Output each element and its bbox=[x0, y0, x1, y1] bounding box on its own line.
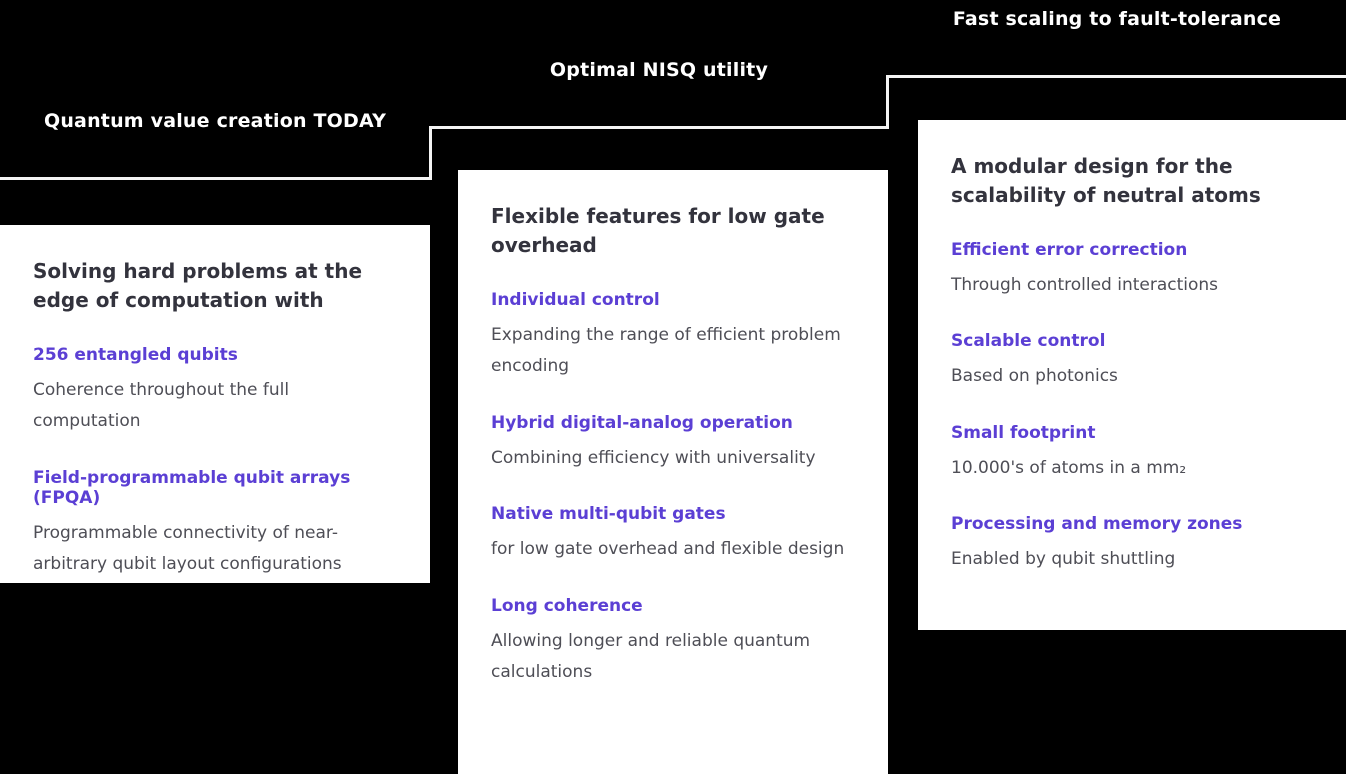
column-title-nisq-utility: Optimal NISQ utility bbox=[549, 59, 769, 81]
feature-text: 10.000's of atoms in a mm₂ bbox=[951, 457, 1187, 478]
feature-text: Coherence throughout the full computatio… bbox=[33, 380, 290, 432]
feature-item: Processing and memory zones Enabled by q… bbox=[951, 514, 1316, 575]
feature-label: Scalable control bbox=[951, 331, 1106, 352]
feature-item: Long coherence Allowing longer and relia… bbox=[491, 596, 858, 689]
feature-label: Hybrid digital-analog operation bbox=[491, 412, 793, 433]
feature-text: Allowing longer and reliable quantum cal… bbox=[491, 630, 811, 683]
feature-label: Individual control bbox=[491, 290, 660, 310]
step-line-horizontal-middle bbox=[429, 126, 889, 129]
step-line-horizontal-right bbox=[886, 75, 1346, 78]
feature-label: Small footprint bbox=[951, 422, 1096, 443]
feature-item: 256 entangled qubits Coherence throughou… bbox=[33, 345, 400, 438]
feature-label: Field-programmable qubit arrays (FPQA) bbox=[33, 467, 351, 508]
card-heading: A modular design for the scalability of … bbox=[951, 154, 1261, 207]
feature-label: Efficient error correction bbox=[951, 240, 1188, 260]
feature-text: Expanding the range of efficient problem… bbox=[491, 325, 841, 377]
feature-item: Small footprint 10.000's of atoms in a m… bbox=[951, 423, 1316, 484]
step-line-vertical-left bbox=[429, 126, 432, 180]
card-quantum-value-today: Solving hard problems at the edge of com… bbox=[0, 225, 430, 583]
feature-text: Programmable connectivity of near-arbitr… bbox=[33, 522, 342, 575]
feature-item: Efficient error correction Through contr… bbox=[951, 240, 1316, 301]
column-title-fault-tolerance: Fast scaling to fault-tolerance bbox=[952, 8, 1282, 30]
feature-label: Processing and memory zones bbox=[951, 514, 1243, 535]
feature-label: Long coherence bbox=[491, 595, 643, 616]
feature-item: Native multi-qubit gates for low gate ov… bbox=[491, 504, 858, 565]
feature-text: Enabled by qubit shuttling bbox=[951, 549, 1176, 570]
card-optimal-nisq-utility: Flexible features for low gate overhead … bbox=[458, 170, 888, 774]
feature-item: Scalable control Based on photonics bbox=[951, 331, 1316, 392]
feature-text: Based on photonics bbox=[951, 366, 1118, 387]
card-fast-scaling: A modular design for the scalability of … bbox=[918, 120, 1346, 630]
card-heading: Flexible features for low gate overhead bbox=[491, 204, 825, 257]
feature-item: Field-programmable qubit arrays (FPQA) P… bbox=[33, 468, 400, 581]
column-title-quantum-value: Quantum value creation TODAY bbox=[43, 110, 387, 132]
feature-item: Hybrid digital-analog operation Combinin… bbox=[491, 413, 858, 474]
card-heading: Solving hard problems at the edge of com… bbox=[33, 259, 363, 312]
feature-label: 256 entangled qubits bbox=[33, 345, 238, 365]
feature-text: Combining efficiency with universality bbox=[491, 447, 816, 468]
feature-label: Native multi-qubit gates bbox=[491, 504, 726, 525]
feature-text: Through controlled interactions bbox=[951, 275, 1219, 295]
feature-text: for low gate overhead and flexible desig… bbox=[491, 539, 845, 560]
step-line-vertical-right bbox=[886, 75, 889, 129]
feature-item: Individual control Expanding the range o… bbox=[491, 290, 858, 383]
step-line-horizontal-left bbox=[0, 177, 432, 180]
